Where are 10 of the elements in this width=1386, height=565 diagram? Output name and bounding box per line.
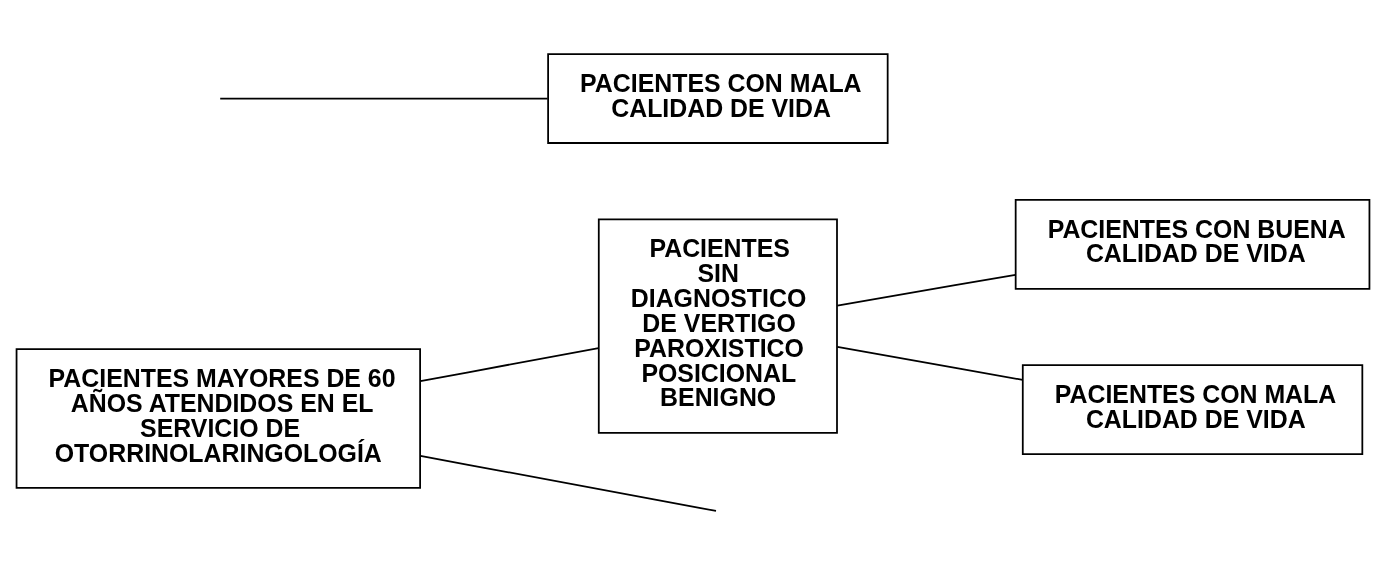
node-box: PACIENTES CON BUENA CALIDAD DE VIDA: [1014, 198, 1371, 290]
node-box: PACIENTES CON MALA CALIDAD DE VIDA: [1021, 363, 1364, 455]
node-box: PACIENTES SIN DIAGNOSTICO DE VERTIGO PAROXISTICO POSICIONAL BENIGNO: [597, 218, 838, 434]
connector: [419, 454, 717, 512]
connector: [836, 273, 1017, 307]
node-box: PACIENTES MAYORES DE 60 AÑOS ATENDIDOS EN EL SERVICIO DE OTORRINOLARINGOLOGÍA: [15, 347, 421, 489]
connector: [836, 345, 1024, 381]
node-box: PACIENTES CON MALA CALIDAD DE VIDA: [547, 52, 889, 144]
connector: [219, 97, 549, 99]
connector: [419, 346, 600, 382]
